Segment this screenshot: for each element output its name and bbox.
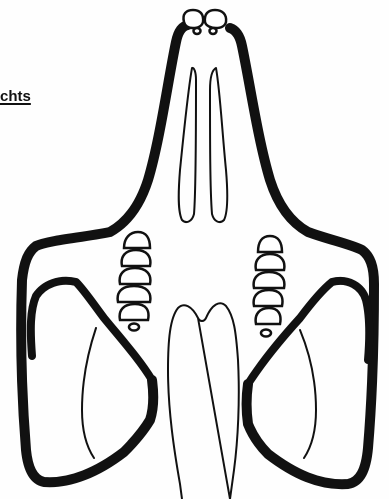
molars-right [254,236,285,337]
molar-right-1 [258,236,282,252]
molar-left-5 [120,304,149,320]
molar-right-4 [254,290,283,306]
molar-left-1 [124,232,150,248]
nasal-bone-left [179,68,196,222]
zygomatic-arch-left [82,328,96,458]
zygomatic-arch-right [300,330,316,458]
molar-right-root [261,330,271,337]
molar-left-2 [122,250,151,266]
molar-left-3 [120,268,151,284]
incisors [183,10,226,34]
incisor-tooth-left [183,10,203,28]
incisor-root-right [210,28,217,34]
nasal-bone-right [210,68,227,222]
incisor-root-left [194,28,201,34]
palate [168,303,239,499]
molars-left [118,232,151,331]
skull-outline-right-snout [230,28,374,484]
molar-right-2 [256,254,285,270]
molar-left-root [129,324,139,331]
central-midline [187,230,189,290]
zygomatic-arches [82,328,316,458]
incisor-tooth-right [205,10,226,28]
molar-right-3 [254,272,285,288]
molar-left-4 [118,286,151,302]
nasal-bones [179,68,228,222]
skull-outline-left-snout [21,25,188,482]
skull-outline [21,25,374,484]
molar-right-5 [256,308,281,324]
